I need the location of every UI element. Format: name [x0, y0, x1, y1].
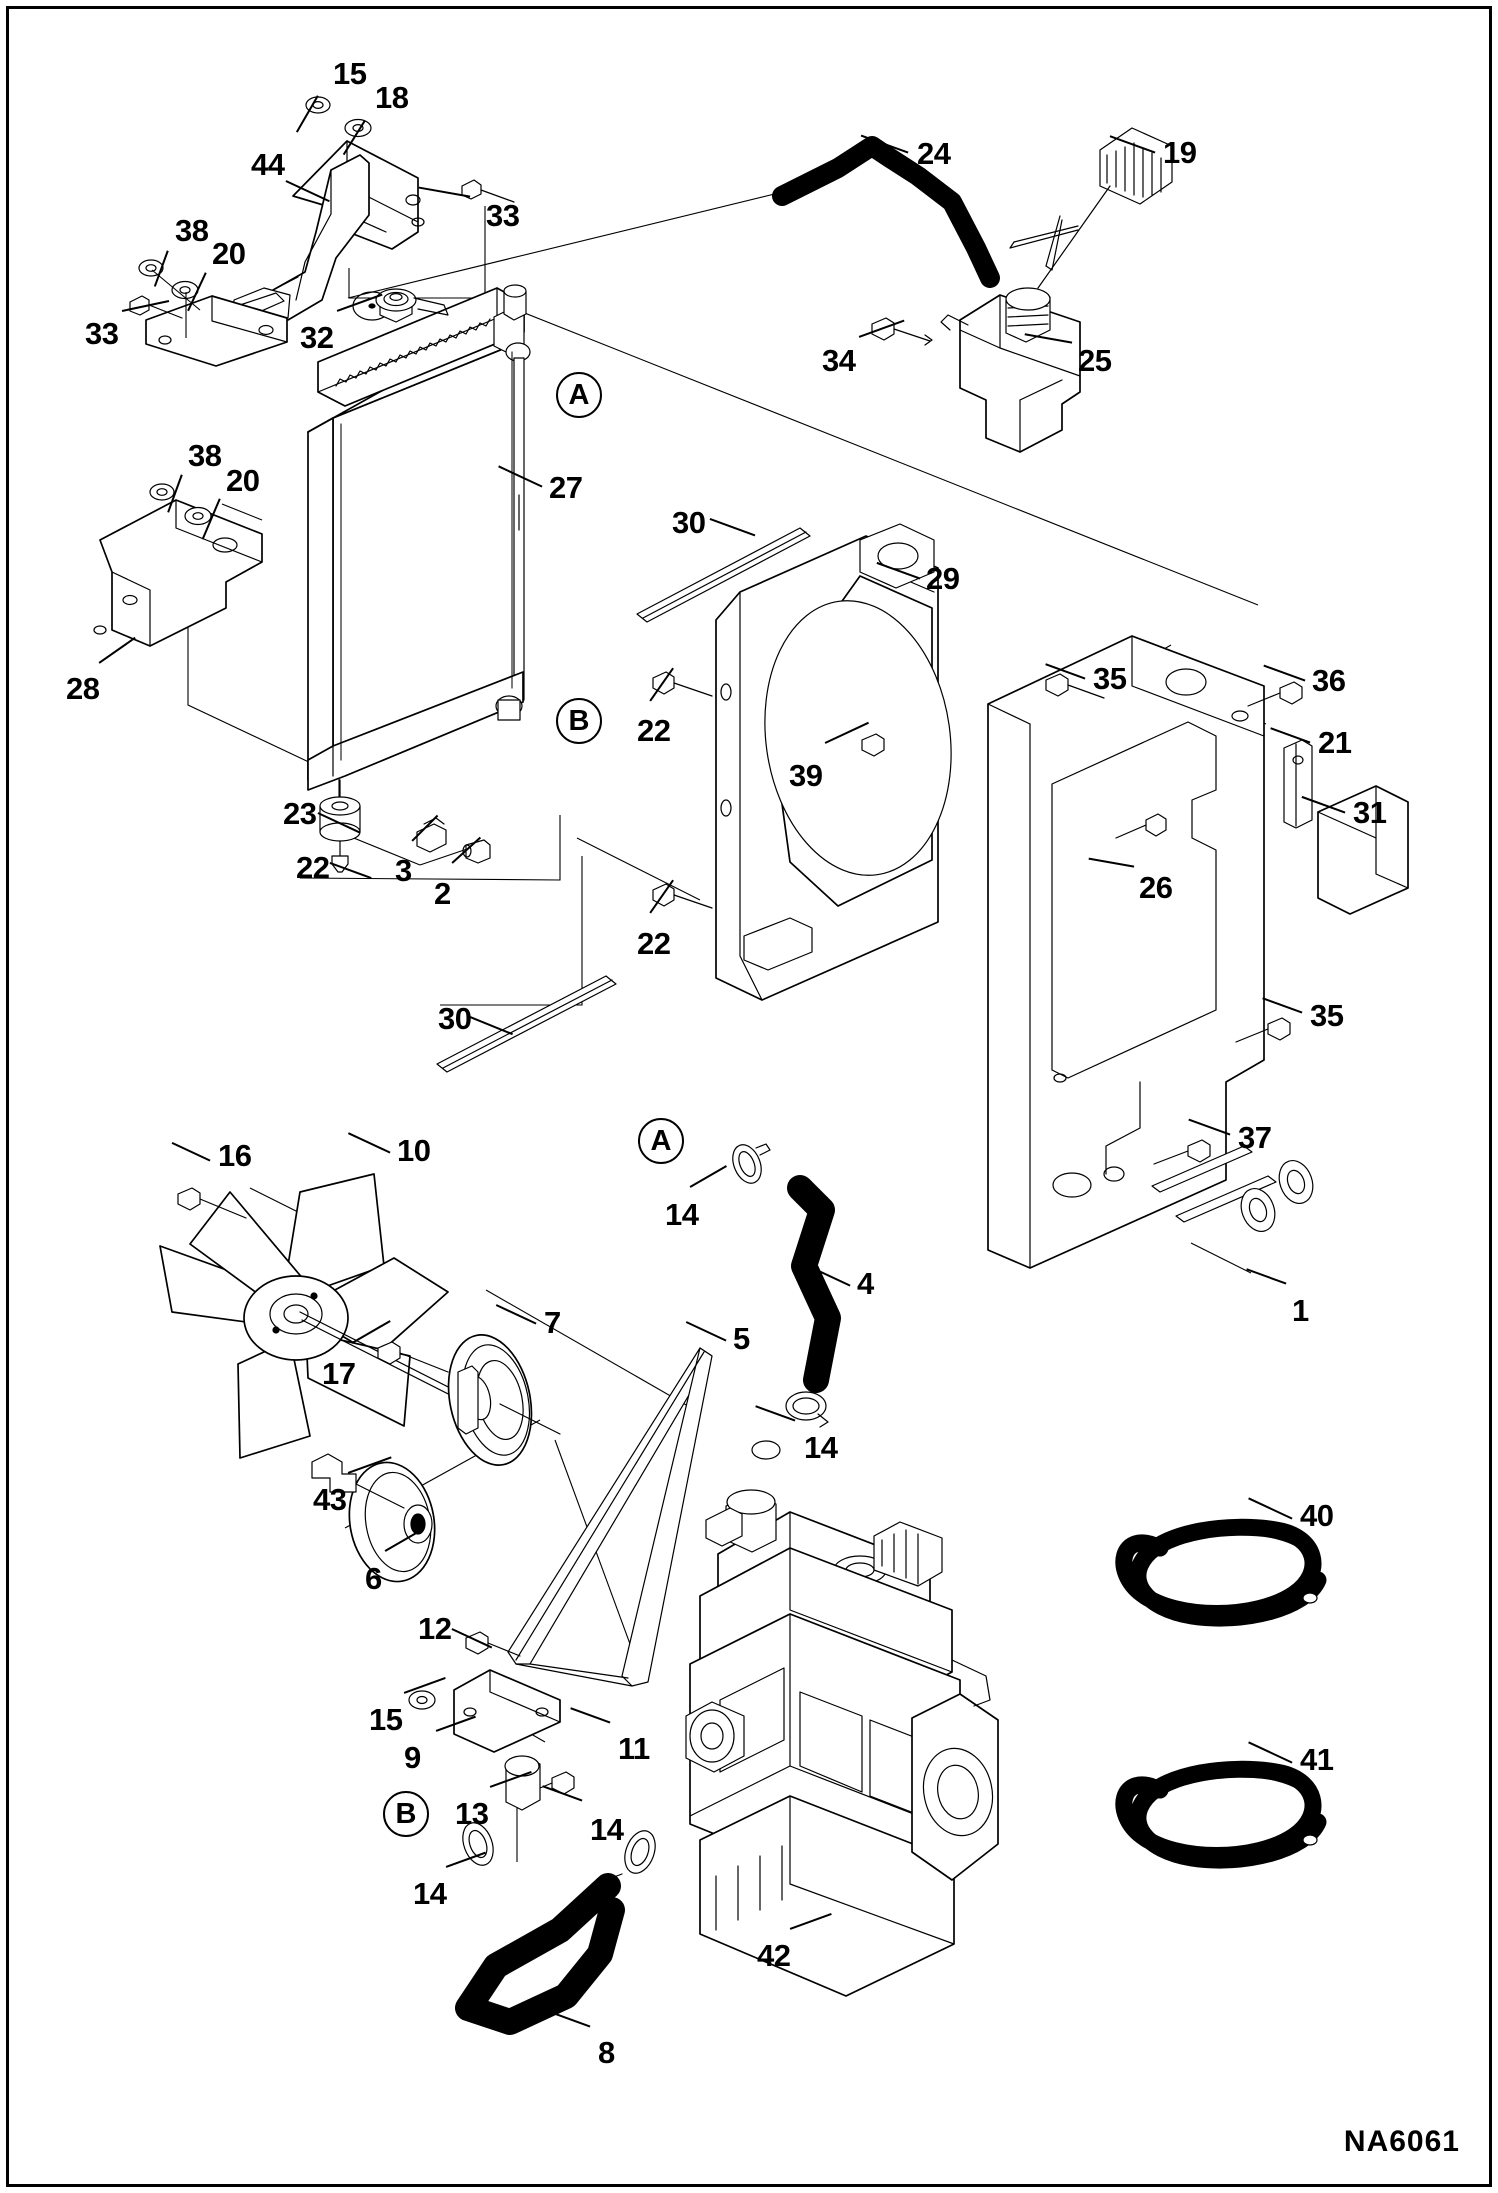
callout-26: 26	[1139, 870, 1173, 905]
callout-23: 23	[283, 796, 317, 831]
callout-44: 44	[251, 147, 285, 182]
drive-belt	[507, 1347, 713, 1687]
callout-22: 22	[296, 850, 330, 885]
callout-22: 22	[637, 713, 671, 748]
callout-14: 14	[413, 1876, 447, 1911]
upper-radiator-hose	[772, 136, 1000, 288]
shroud-seal-strips	[436, 527, 811, 1073]
crank-pulley	[311, 1453, 436, 1583]
callout-14: 14	[590, 1812, 624, 1847]
callout-10: 10	[397, 1133, 431, 1168]
fan-shroud	[652, 523, 952, 1001]
callout-8: 8	[598, 2035, 615, 2070]
callout-14: 14	[804, 1430, 838, 1465]
callout-12: 12	[418, 1611, 452, 1646]
lower-radiator-hose	[455, 1873, 625, 2035]
drawing-border	[6, 6, 1492, 2187]
callout-1: 1	[1292, 1293, 1309, 1328]
coiled-hose-40	[1115, 1518, 1327, 1627]
rear-mount-panel	[987, 635, 1409, 1269]
callout-11: 11	[618, 1731, 650, 1766]
callout-33: 33	[85, 316, 119, 351]
callout-15: 15	[333, 56, 367, 91]
callout-35: 35	[1093, 661, 1127, 696]
coolant-recovery-bottle	[871, 127, 1173, 453]
callout-3: 3	[395, 853, 412, 888]
reference-bubble-b: B	[556, 698, 602, 744]
reference-bubble-a: A	[638, 1118, 684, 1164]
callout-38: 38	[175, 213, 209, 248]
cooling-fan	[159, 1173, 473, 1459]
drawing-number: NA6061	[1343, 2125, 1460, 2158]
callout-35: 35	[1310, 998, 1344, 1033]
callout-20: 20	[226, 463, 260, 498]
callout-16: 16	[218, 1138, 252, 1173]
engine-assembly	[685, 1489, 999, 1997]
callout-9: 9	[404, 1740, 421, 1775]
callout-39: 39	[789, 758, 823, 793]
callout-13: 13	[455, 1796, 489, 1831]
callout-40: 40	[1300, 1498, 1334, 1533]
callout-22: 22	[637, 926, 671, 961]
coiled-hose-41	[1115, 1760, 1327, 1869]
callout-37: 37	[1238, 1120, 1272, 1155]
callout-33: 33	[486, 198, 520, 233]
upper-bracket-group	[129, 96, 515, 367]
callout-17: 17	[322, 1356, 356, 1391]
radiator	[307, 284, 531, 873]
callout-34: 34	[822, 343, 856, 378]
callout-41: 41	[1300, 1742, 1334, 1777]
hose-clamps-upper	[732, 1143, 829, 1460]
callout-43: 43	[313, 1482, 347, 1517]
callout-15: 15	[369, 1702, 403, 1737]
callout-30: 30	[438, 1001, 472, 1036]
callout-36: 36	[1312, 663, 1346, 698]
callout-19: 19	[1163, 135, 1197, 170]
radiator-mount-bracket	[93, 483, 263, 647]
callout-6: 6	[365, 1561, 382, 1596]
callout-29: 29	[926, 561, 960, 596]
callout-14: 14	[665, 1197, 699, 1232]
reference-bubble-b: B	[383, 1791, 429, 1837]
callout-28: 28	[66, 671, 100, 706]
callout-38: 38	[188, 438, 222, 473]
callout-7: 7	[544, 1305, 561, 1340]
callout-27: 27	[549, 470, 583, 505]
callout-20: 20	[212, 236, 246, 271]
callout-5: 5	[733, 1321, 750, 1356]
upper-engine-hose	[787, 1175, 841, 1393]
callout-31: 31	[1353, 795, 1387, 830]
callout-18: 18	[375, 80, 409, 115]
fan-pulley	[447, 1334, 561, 1466]
callout-32: 32	[300, 320, 334, 355]
callout-4: 4	[857, 1266, 874, 1301]
callout-42: 42	[757, 1938, 791, 1973]
reference-bubble-a: A	[556, 372, 602, 418]
callout-30: 30	[672, 505, 706, 540]
callout-2: 2	[434, 876, 451, 911]
callout-24: 24	[917, 136, 951, 171]
callout-21: 21	[1318, 725, 1352, 760]
callout-25: 25	[1078, 343, 1112, 378]
